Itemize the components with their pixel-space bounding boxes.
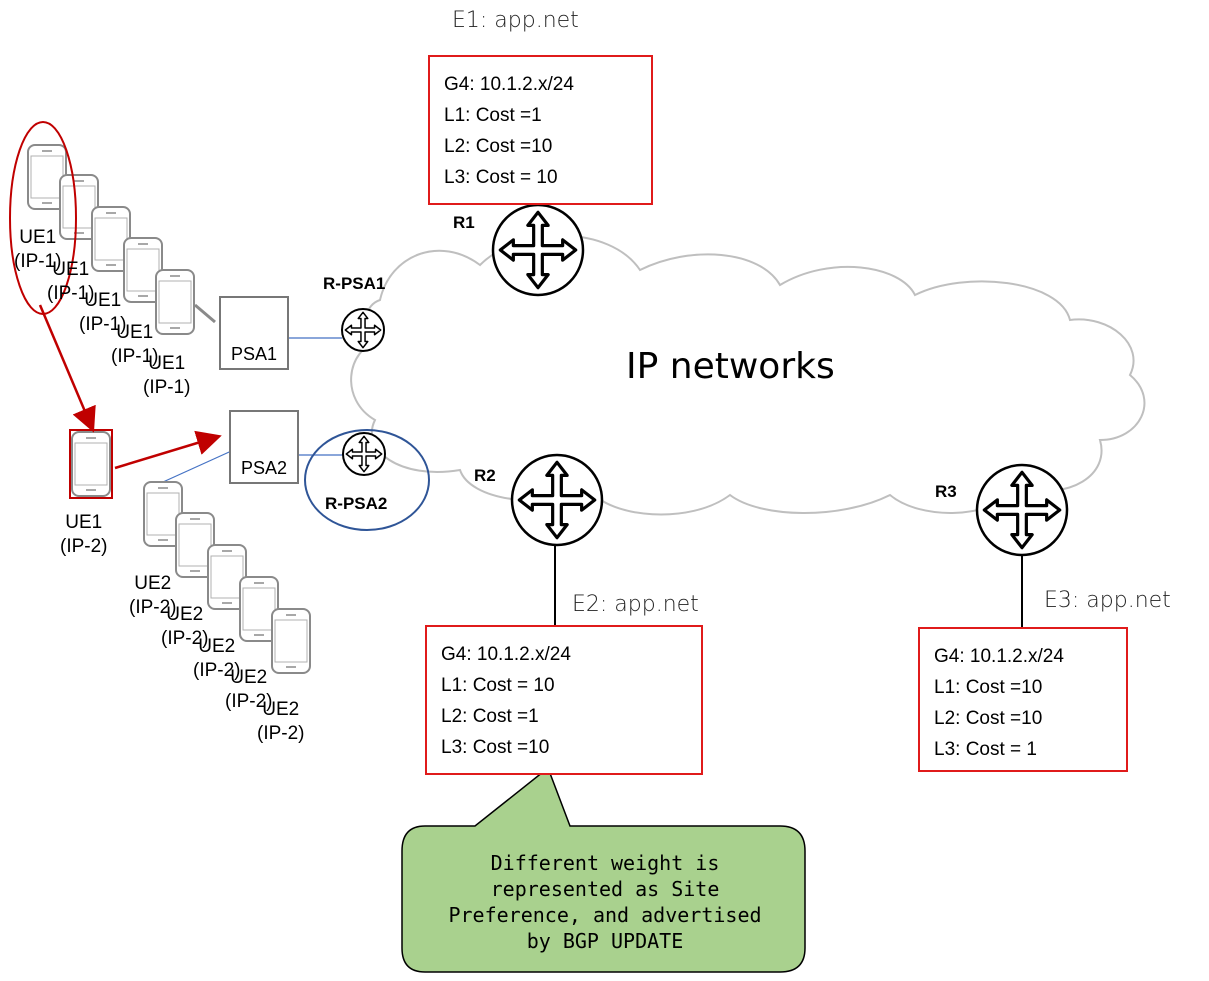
site-e2-line: L3: Cost =10 [441, 737, 550, 758]
router-r3-icon [975, 463, 1069, 557]
router-rpsa2-label: R-PSA2 [325, 494, 388, 513]
callout-line: by BGP UPDATE [526, 929, 684, 953]
callout-line: Preference, and advertised [448, 903, 762, 927]
callout-line: represented as Site [490, 877, 720, 901]
router-r1-label: R1 [453, 213, 475, 232]
site-e3-line: L1: Cost =10 [934, 677, 1043, 698]
site-e3-line: G4: 10.1.2.x/24 [934, 646, 1064, 667]
router-r2-icon [510, 453, 604, 547]
site-e1-line: L2: Cost =10 [444, 136, 553, 157]
ue1-label: UE1(IP-1) [143, 353, 191, 398]
cloud-label: IP networks [626, 346, 835, 387]
ue2-label: UE2(IP-2) [225, 667, 273, 712]
site-e1-title: E1: app.net [452, 8, 579, 33]
psa2-box: PSA2 [229, 410, 299, 484]
site-e2-title: E2: app.net [572, 592, 699, 617]
ue1-label: UE1(IP-1) [79, 290, 127, 335]
attach-arrow [114, 430, 222, 470]
callout-text: Different weight is represented as Site … [410, 850, 800, 954]
ue2-phone-icon [271, 608, 311, 674]
psa1-box: PSA1 [219, 296, 289, 370]
site-e1-line: G4: 10.1.2.x/24 [444, 74, 574, 95]
site-e3-line: L3: Cost = 1 [934, 739, 1037, 760]
move-arrow [38, 304, 96, 433]
router-r2-label: R2 [474, 466, 496, 485]
site-e2-line: L1: Cost = 10 [441, 675, 555, 696]
ue1-moved-phone-icon [69, 429, 113, 499]
callout-line: Different weight is [490, 851, 720, 875]
link-ue1-psa1 [194, 303, 216, 324]
router-rpsa2-icon [342, 432, 386, 476]
ue2-label: UE2(IP-2) [257, 699, 305, 744]
ue2-label: UE2(IP-2) [161, 604, 209, 649]
site-e2-line: L2: Cost =1 [441, 706, 539, 727]
site-e2-line: G4: 10.1.2.x/24 [441, 644, 571, 665]
router-rpsa1-label: R-PSA1 [323, 274, 386, 293]
ue2-label: UE2(IP-2) [193, 636, 241, 681]
ue1-moved-label: UE1(IP-2) [60, 512, 108, 557]
site-e3-box: G4: 10.1.2.x/24 L1: Cost =10 L2: Cost =1… [918, 627, 1128, 772]
ue2-label: UE2(IP-2) [129, 573, 177, 618]
site-e3-line: L2: Cost =10 [934, 708, 1043, 729]
router-rpsa1-icon [341, 308, 385, 352]
link-ue2-psa2 [162, 447, 239, 483]
site-e2-box: G4: 10.1.2.x/24 L1: Cost = 10 L2: Cost =… [425, 625, 703, 775]
router-r3-label: R3 [935, 482, 957, 501]
r-psa2-highlight [304, 429, 430, 531]
ue1-label: UE1(IP-1) [14, 227, 62, 272]
callout-shape [401, 766, 806, 973]
ip-network-cloud [350, 234, 1146, 516]
ue1-label: UE1(IP-1) [47, 259, 95, 304]
site-e3-title: E3: app.net [1044, 588, 1171, 613]
site-e1-line: L1: Cost =1 [444, 105, 542, 126]
ue1-label: UE1(IP-1) [111, 322, 159, 367]
psa1-label: PSA1 [230, 344, 278, 364]
ue1-phone-icon [155, 269, 195, 335]
router-r1-icon [491, 203, 585, 297]
psa2-label: PSA2 [240, 458, 288, 478]
site-e1-box: G4: 10.1.2.x/24 L1: Cost =1 L2: Cost =10… [428, 55, 653, 205]
site-e1-line: L3: Cost = 10 [444, 167, 558, 188]
